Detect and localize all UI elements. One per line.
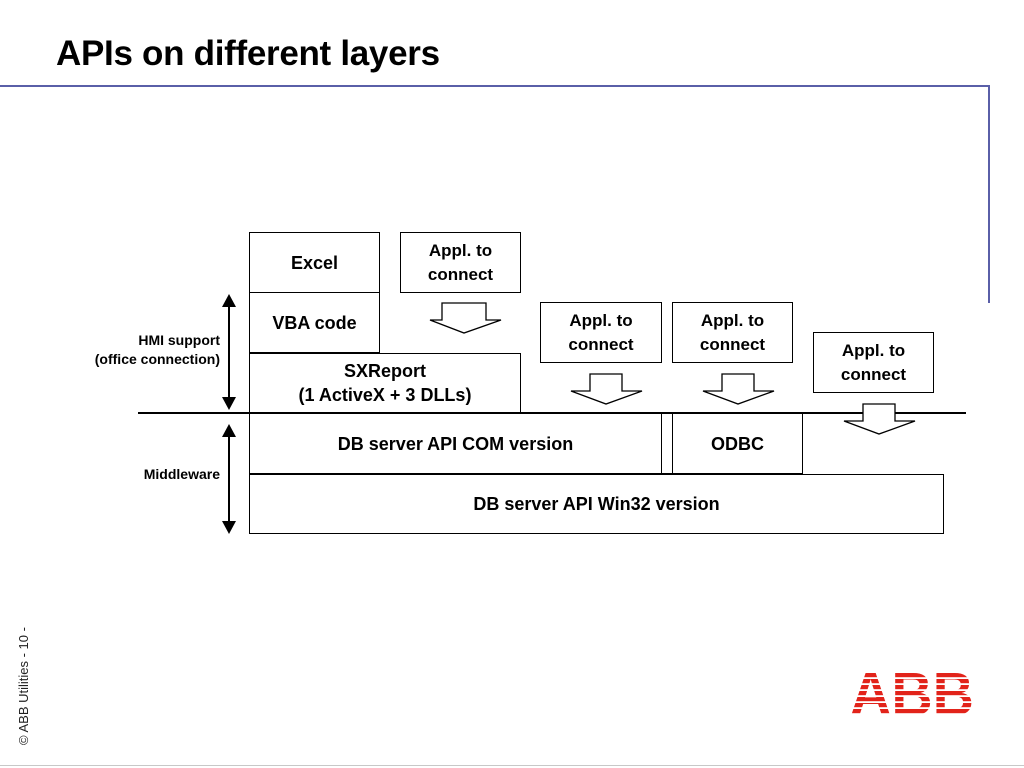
vba-code-box: VBA code	[249, 292, 380, 353]
appl-connect-box-1: Appl. to connect	[400, 232, 521, 293]
hmi-support-title: HMI support	[138, 332, 220, 348]
db-server-win32-label: DB server API Win32 version	[473, 494, 720, 514]
title-underline	[0, 85, 990, 87]
middleware-label: Middleware	[143, 466, 220, 482]
appl-connect-label: Appl. to	[841, 340, 906, 360]
vba-code-label: VBA code	[272, 312, 357, 333]
excel-label: Excel	[290, 252, 339, 273]
down-arrow-4	[843, 403, 916, 435]
middleware-double-arrow	[222, 424, 236, 534]
odbc-box: ODBC	[672, 413, 803, 474]
down-arrow-2	[570, 373, 643, 405]
appl-connect-label: Appl. to	[569, 310, 633, 330]
bottom-divider	[0, 765, 1024, 766]
abb-logo: ABB	[850, 667, 974, 717]
page-title: APIs on different layers	[56, 34, 440, 73]
sxreport-sublabel: (1 ActiveX + 3 DLLs)	[298, 385, 472, 405]
right-border-line	[988, 85, 990, 303]
db-server-com-label: DB server API COM version	[337, 433, 574, 454]
appl-connect-sublabel: connect	[427, 264, 494, 284]
db-server-win32-box: DB server API Win32 version	[249, 474, 944, 534]
hmi-double-arrow	[222, 294, 236, 410]
db-server-com-box: DB server API COM version	[249, 413, 662, 474]
layer-separator-line	[138, 412, 966, 414]
appl-connect-label: Appl. to	[700, 310, 765, 330]
appl-connect-sublabel: connect	[699, 334, 766, 354]
down-arrow-1	[429, 302, 502, 334]
abb-logo-text: ABB	[850, 667, 974, 717]
copyright-footer: © ABB Utilities - 10 -	[16, 627, 31, 745]
appl-connect-sublabel: connect	[840, 364, 907, 384]
appl-connect-sublabel: connect	[568, 334, 634, 354]
excel-box: Excel	[249, 232, 380, 293]
down-arrow-3	[702, 373, 775, 405]
hmi-support-subtitle: (office connection)	[94, 351, 220, 367]
odbc-label: ODBC	[711, 433, 764, 454]
appl-connect-box-3: Appl. to connect	[672, 302, 793, 363]
appl-connect-box-2: Appl. to connect	[540, 302, 662, 363]
hmi-support-label: HMI support (office connection)	[40, 331, 220, 369]
appl-connect-box-4: Appl. to connect	[813, 332, 934, 393]
sxreport-box: SXReport (1 ActiveX + 3 DLLs)	[249, 353, 521, 413]
appl-connect-label: Appl. to	[428, 240, 493, 260]
sxreport-label: SXReport	[343, 361, 426, 381]
